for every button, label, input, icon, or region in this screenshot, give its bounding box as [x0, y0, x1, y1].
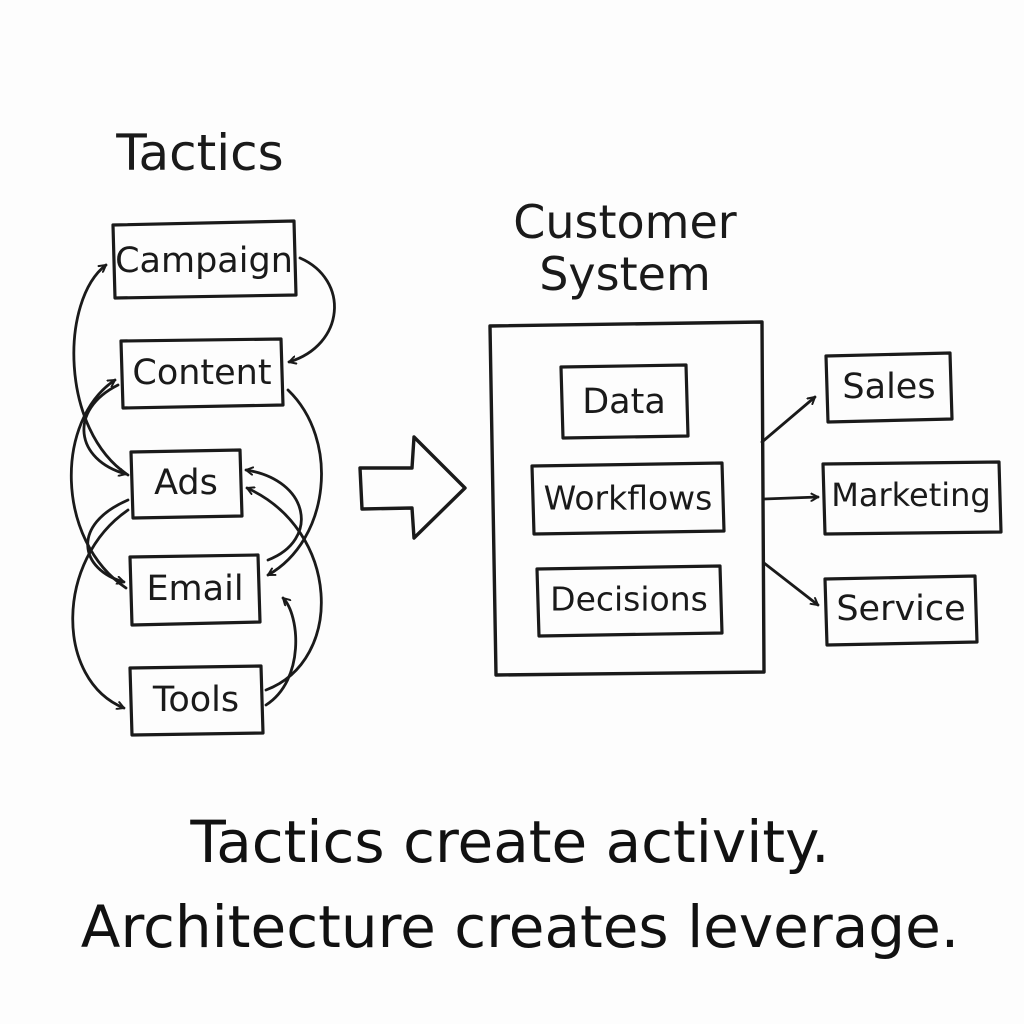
tactic-email: Email: [128, 553, 262, 627]
tactic-campaign: Campaign: [111, 219, 298, 300]
arrow-tools-to-email: [264, 596, 298, 707]
customer-system-heading-line2: System: [539, 247, 711, 301]
tactic-ads-label: Ads: [154, 463, 218, 503]
tactic-content-label: Content: [132, 353, 271, 393]
output-sales: Sales: [824, 351, 954, 424]
output-service-label: Service: [836, 589, 965, 629]
customer-system-frame: [488, 320, 766, 677]
transition-arrow: [358, 435, 467, 540]
arrow-email-to-ads: [244, 470, 303, 562]
system-component-workflows-label: Workflows: [544, 479, 713, 518]
system-component-data-label: Data: [582, 382, 666, 422]
output-service: Service: [823, 574, 979, 647]
tactic-tools: Tools: [128, 664, 265, 737]
arrow-ads-to-tools: [71, 508, 130, 708]
arrow-content-to-email: [266, 388, 323, 577]
system-component-decisions-label: Decisions: [550, 580, 708, 619]
arrow-ads-to-email: [86, 498, 130, 582]
arrow-email-to-content: [69, 378, 128, 590]
output-arrows: [760, 395, 820, 607]
caption-line1: Tactics create activity.: [189, 808, 829, 876]
customer-system-heading-line1: Customer: [513, 195, 737, 249]
arrow-system-to-marketing: [762, 497, 820, 499]
tactic-content: Content: [119, 337, 285, 410]
arrow-tools-to-ads: [245, 488, 323, 692]
system-component-workflows: Workflows: [530, 461, 726, 536]
tactic-tools-label: Tools: [152, 680, 239, 720]
arrow-content-to-ads: [82, 383, 128, 474]
tactic-tangle-arrows: [69, 256, 336, 708]
system-component-data: Data: [559, 363, 690, 440]
arrow-ads-to-campaign: [72, 263, 130, 477]
output-marketing-label: Marketing: [831, 476, 990, 514]
arrow-system-to-sales: [760, 395, 817, 444]
tactic-ads: Ads: [129, 448, 244, 520]
output-sales-label: Sales: [842, 367, 935, 407]
tactics-heading: Tactics: [115, 124, 283, 182]
arrow-campaign-to-content: [287, 256, 336, 362]
tactic-email-label: Email: [146, 569, 243, 609]
tactic-campaign-label: Campaign: [115, 241, 293, 281]
caption-line2: Architecture creates leverage.: [81, 893, 959, 961]
system-component-decisions: Decisions: [535, 564, 724, 638]
output-marketing: Marketing: [821, 460, 1003, 536]
arrow-system-to-service: [762, 561, 820, 607]
